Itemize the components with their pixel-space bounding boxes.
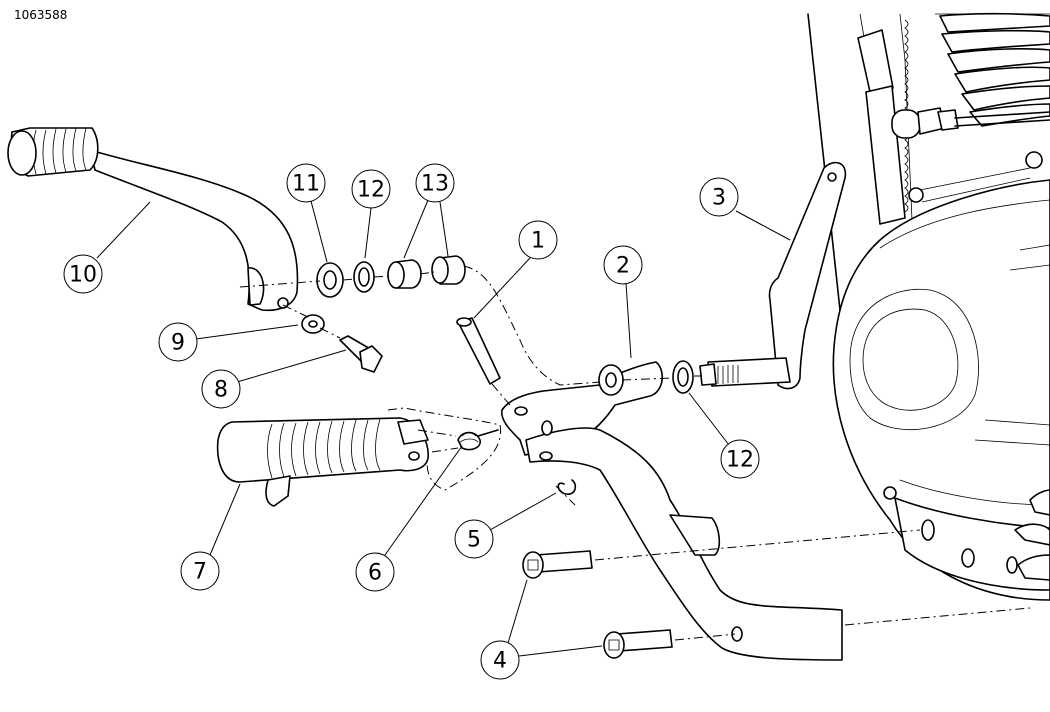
part-12-washer (353, 261, 375, 293)
svg-text:8: 8 (214, 378, 228, 403)
part-6-spring (457, 429, 499, 451)
svg-text:9: 9 (171, 331, 185, 356)
leader-lines (96, 199, 791, 657)
callout-13: 13 (415, 163, 455, 203)
part-12-washer-right (672, 360, 694, 394)
svg-text:10: 10 (69, 263, 97, 288)
callout-2: 2 (603, 245, 643, 285)
svg-text:5: 5 (467, 528, 481, 553)
callout-5: 5 (454, 519, 494, 559)
part-10-shift-lever (7, 127, 299, 312)
svg-text:3: 3 (712, 186, 726, 211)
part-1-pivot-pin (456, 317, 501, 385)
svg-text:12: 12 (726, 448, 754, 473)
callout-6: 6 (355, 552, 395, 592)
svg-text:7: 7 (193, 560, 207, 585)
callout-8: 8 (201, 369, 241, 409)
part-13-spacer-a (387, 259, 422, 289)
callout-10: 10 (63, 254, 103, 294)
part-8-bolt (339, 335, 383, 373)
part-13-spacer-b (431, 255, 466, 285)
callout-7: 7 (180, 551, 220, 591)
part-9-washer (301, 314, 325, 334)
part-7-footpeg (216, 417, 429, 507)
svg-text:1: 1 (531, 229, 545, 254)
svg-text:12: 12 (357, 178, 385, 203)
callout-12-left: 12 (351, 169, 391, 209)
callout-4-upper: 4 (480, 640, 520, 680)
callout-12-right: 12 (720, 439, 760, 479)
callout-1: 1 (518, 220, 558, 260)
primary-cover (832, 179, 1050, 601)
part-4-bolt-upper (522, 550, 593, 579)
svg-text:2: 2 (616, 254, 630, 279)
part-3-inner-shift-arm (699, 161, 847, 390)
shift-linkage-rod (891, 107, 1050, 203)
callout-9: 9 (158, 322, 198, 362)
figure-reference-number: 1063588 (14, 8, 68, 22)
svg-text:13: 13 (421, 172, 449, 197)
cylinder-fins (935, 12, 1050, 127)
part-4-bolt-lower (603, 629, 673, 659)
part-5-retaining-clip (557, 479, 577, 495)
callout-3: 3 (699, 177, 739, 217)
part-11-bushing (316, 262, 344, 298)
svg-text:6: 6 (368, 561, 382, 586)
svg-text:11: 11 (292, 172, 320, 197)
assembly-centerlines (239, 265, 1031, 641)
svg-text:4: 4 (493, 649, 507, 674)
part-2-pivot-bracket (500, 361, 843, 661)
callout-11: 11 (286, 163, 326, 203)
